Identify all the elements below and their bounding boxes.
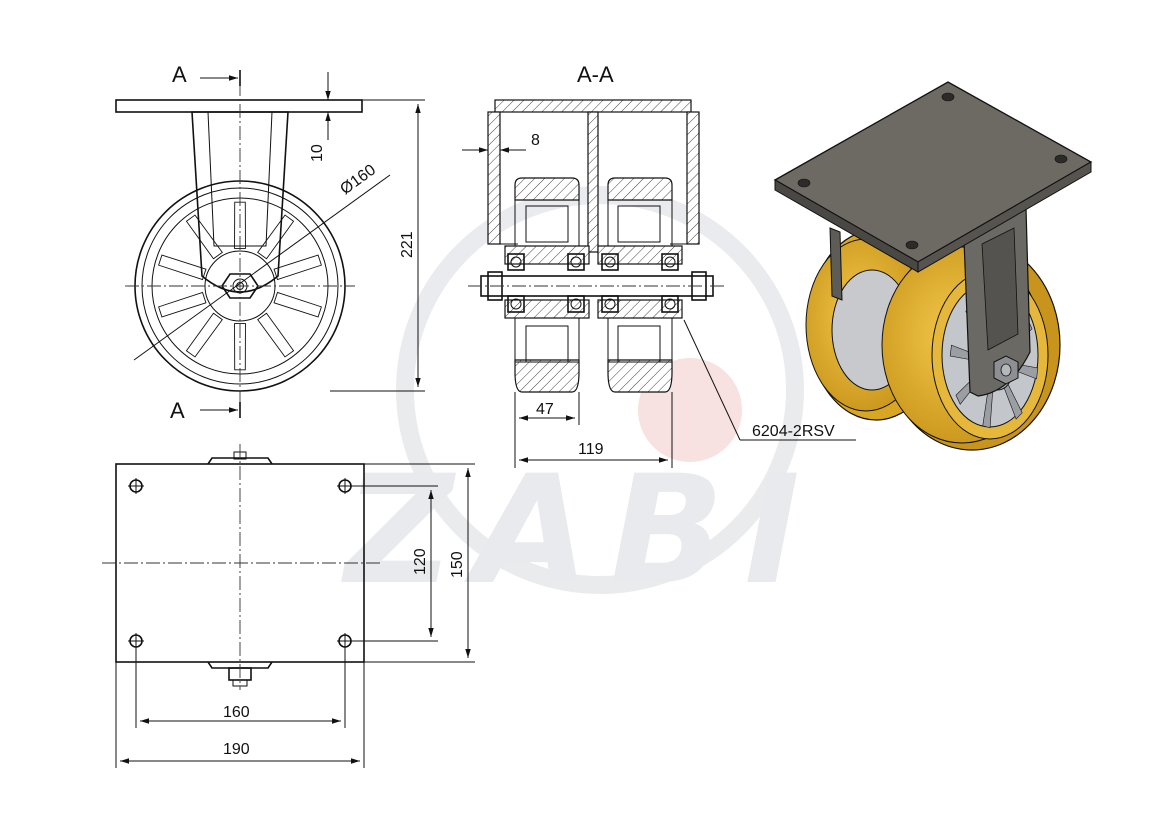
section-bearings (507, 253, 679, 313)
dim-plate-length-x: 190 (223, 741, 250, 758)
iso-rear-fork (829, 227, 843, 301)
section-left-wheel (504, 177, 590, 393)
dim-plate-thickness: 10 (309, 144, 326, 162)
section-marker-bottom: A (170, 398, 185, 423)
wheel-spoke (185, 312, 223, 358)
top-view: 120 150 160 190 (102, 444, 475, 768)
dim-overall-height: 221 (399, 231, 416, 258)
isometric-view (773, 81, 1093, 451)
watermark: ZABI (341, 186, 820, 618)
plate-mounting-holes (128, 478, 353, 649)
section-right-wheel (597, 177, 683, 393)
front-top-plate (115, 99, 363, 113)
dim-hole-spacing-y: 120 (412, 548, 429, 575)
wheel-spoke (185, 214, 223, 260)
iso-top-plate (773, 81, 1093, 273)
dim-flange-gap: 8 (531, 132, 540, 149)
dim-wheel-diameter: Ø160 (337, 161, 379, 198)
section-view: A-A (462, 62, 856, 468)
section-marker-top: A (172, 62, 187, 87)
dim-overall-width: 119 (578, 441, 604, 458)
wheel-spoke (273, 291, 322, 318)
wheel-spoke (257, 214, 295, 260)
dim-plate-width-y: 150 (449, 551, 466, 578)
watermark-text: ZABI (341, 444, 820, 618)
iso-axle-nut (993, 355, 1019, 385)
wheel-spoke (158, 254, 207, 281)
dim-hole-spacing-x: 160 (223, 704, 250, 721)
front-view: A A 10 Ø160 221 (115, 62, 425, 423)
wheel-spoke (158, 291, 207, 318)
wheel-spoke (257, 312, 295, 358)
wheel-spoke (273, 254, 322, 281)
dim-tread-width: 47 (536, 401, 554, 418)
section-title: A-A (577, 62, 614, 87)
bearing-label: 6204-2RSV (752, 423, 835, 440)
front-wheel-spokes (158, 201, 322, 371)
